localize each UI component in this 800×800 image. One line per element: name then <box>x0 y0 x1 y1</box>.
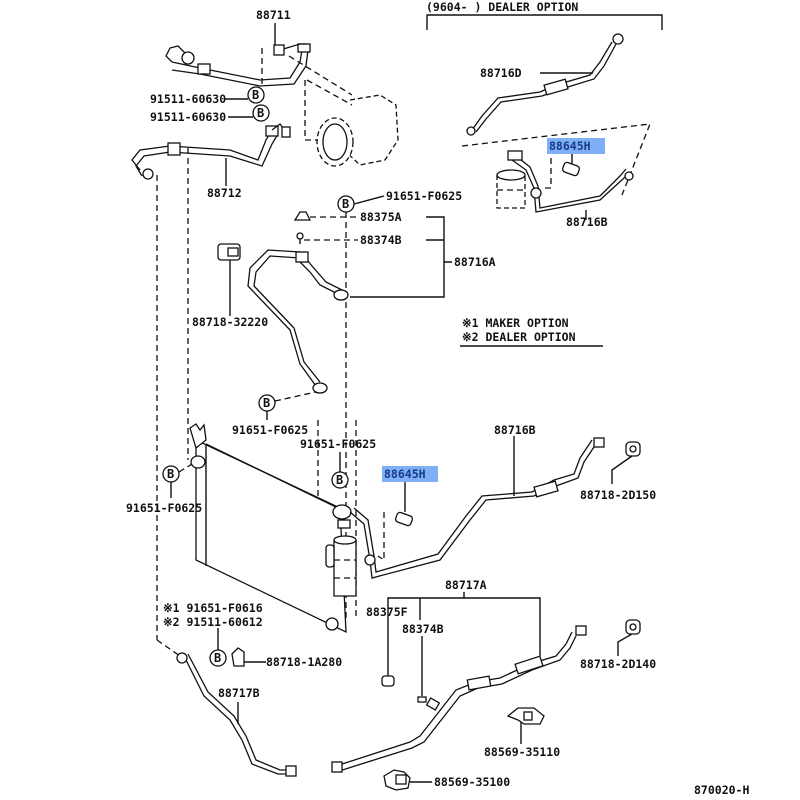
svg-text:B: B <box>263 396 270 410</box>
pipe-88716A[interactable] <box>247 249 349 394</box>
leader-88718-2D140 <box>617 633 633 656</box>
bracket-88569-35110[interactable] <box>506 707 545 725</box>
bolt-bottom[interactable]: B <box>209 649 227 667</box>
label-88716B-top[interactable]: 88716B <box>566 215 608 229</box>
dealer-option-bracket <box>426 14 663 30</box>
sensor-dashed-link <box>543 158 552 189</box>
pipe-88711[interactable] <box>165 43 311 87</box>
dashed-left-3 <box>156 639 181 657</box>
leader-91651-top <box>353 195 385 205</box>
pipe-88712[interactable] <box>131 123 291 180</box>
receiver-dryer[interactable] <box>325 504 357 597</box>
fitting-88718-2D140[interactable] <box>625 619 641 635</box>
dashed-vertical-compressor <box>304 80 318 141</box>
label-88569-35100[interactable]: 88569-35100 <box>434 775 510 789</box>
pipe-88716D[interactable] <box>466 33 624 136</box>
cap-88375A[interactable] <box>293 211 312 221</box>
dashed-switch-link <box>377 512 385 562</box>
label-91511-60612[interactable]: ※2 91511-60612 <box>163 615 263 629</box>
bolt-91651-mid[interactable]: B <box>258 394 276 412</box>
svg-text:B: B <box>214 651 221 665</box>
legend-maker-option: ※1 MAKER OPTION <box>462 316 569 330</box>
label-91651-F0616[interactable]: ※1 91651-F0616 <box>163 601 263 615</box>
bolt-91651-left[interactable]: B <box>162 465 180 483</box>
highlight-88645H-mid <box>382 466 438 482</box>
label-88716A[interactable]: 88716A <box>454 255 496 269</box>
dashed-bolt-mid <box>274 391 317 402</box>
label-88374B-top[interactable]: 88374B <box>360 233 402 247</box>
svg-text:B: B <box>342 197 349 211</box>
bolt-91511-a[interactable]: B <box>247 86 265 104</box>
label-88375F[interactable]: 88375F <box>366 605 408 619</box>
fitting-88718-2D150[interactable] <box>625 441 641 457</box>
svg-text:B: B <box>336 473 343 487</box>
receiver-dryer-small <box>496 169 526 209</box>
label-88718-2D140[interactable]: 88718-2D140 <box>580 657 656 671</box>
label-88716B-mid[interactable]: 88716B <box>494 423 536 437</box>
legend-dealer-option: ※2 DEALER OPTION <box>462 330 576 344</box>
legend: ※1 MAKER OPTION ※2 DEALER OPTION <box>460 316 603 347</box>
svg-text:B: B <box>257 106 264 120</box>
pipe-88716B-mid[interactable] <box>349 437 605 579</box>
label-88718-1A280[interactable]: 88718-1A280 <box>266 655 342 669</box>
clamp-88718-32220[interactable] <box>217 243 241 261</box>
pipe-88716B-top[interactable] <box>507 150 634 213</box>
cap-88375F[interactable] <box>381 675 395 687</box>
label-88374B-bot[interactable]: 88374B <box>402 622 444 636</box>
compressor[interactable] <box>316 94 399 167</box>
dealer-option-header: (9604- ) DEALER OPTION <box>426 0 578 14</box>
label-88569-35110[interactable]: 88569-35110 <box>484 745 560 759</box>
condenser[interactable] <box>189 423 347 634</box>
dashed-88711-compressor <box>288 55 353 96</box>
highlight-88645H-top <box>547 138 605 154</box>
dealer-option-group: (9604- ) DEALER OPTION 88716D 88 <box>426 0 663 229</box>
dashed-88711-compressor-2 <box>306 79 353 106</box>
diagram-code: 870020-H <box>694 783 749 797</box>
bracket-88716A <box>350 216 452 298</box>
valve-core-88374B[interactable] <box>296 232 304 244</box>
pressure-switch-88645H-mid[interactable] <box>394 511 414 527</box>
bolt-91651-top[interactable]: B <box>337 195 355 213</box>
label-88375A[interactable]: 88375A <box>360 210 402 224</box>
clamp-88718-1A280[interactable] <box>231 647 245 667</box>
svg-text:B: B <box>167 467 174 481</box>
label-88716D[interactable]: 88716D <box>480 66 522 80</box>
label-88645H-top[interactable]: 88645H <box>549 139 591 153</box>
pipe-88717A[interactable] <box>331 625 587 773</box>
label-88717B[interactable]: 88717B <box>218 686 260 700</box>
bracket-88717A <box>387 592 541 656</box>
label-91651-F0625-mid2[interactable]: 91651-F0625 <box>300 437 376 451</box>
clamp-88569-35100[interactable] <box>383 769 411 791</box>
label-91651-F0625-top[interactable]: 91651-F0625 <box>386 189 462 203</box>
label-88711[interactable]: 88711 <box>256 8 291 22</box>
pipe-88717B[interactable] <box>176 652 297 777</box>
bolt-91651-mid2[interactable]: B <box>331 471 349 489</box>
label-88718-2D150[interactable]: 88718-2D150 <box>580 488 656 502</box>
label-91511-60630-a[interactable]: 91511-60630 <box>150 92 226 106</box>
label-91651-F0625-left[interactable]: 91651-F0625 <box>126 501 202 515</box>
valve-core-88374B-bot[interactable] <box>417 696 441 711</box>
leader-88718-2D150 <box>611 455 633 484</box>
label-88645H-mid[interactable]: 88645H <box>384 467 426 481</box>
bolt-91511-b[interactable]: B <box>252 104 270 122</box>
label-88718-32220[interactable]: 88718-32220 <box>192 315 268 329</box>
label-91511-60630-b[interactable]: 91511-60630 <box>150 110 226 124</box>
label-91651-F0625-mid[interactable]: 91651-F0625 <box>232 423 308 437</box>
dashed-bolt-left <box>178 463 193 473</box>
svg-text:B: B <box>252 88 259 102</box>
dealer-option-dashed-outline <box>461 123 652 196</box>
pressure-switch-88645H-top[interactable] <box>561 161 581 177</box>
label-88712[interactable]: 88712 <box>207 186 242 200</box>
label-88717A[interactable]: 88717A <box>445 578 487 592</box>
